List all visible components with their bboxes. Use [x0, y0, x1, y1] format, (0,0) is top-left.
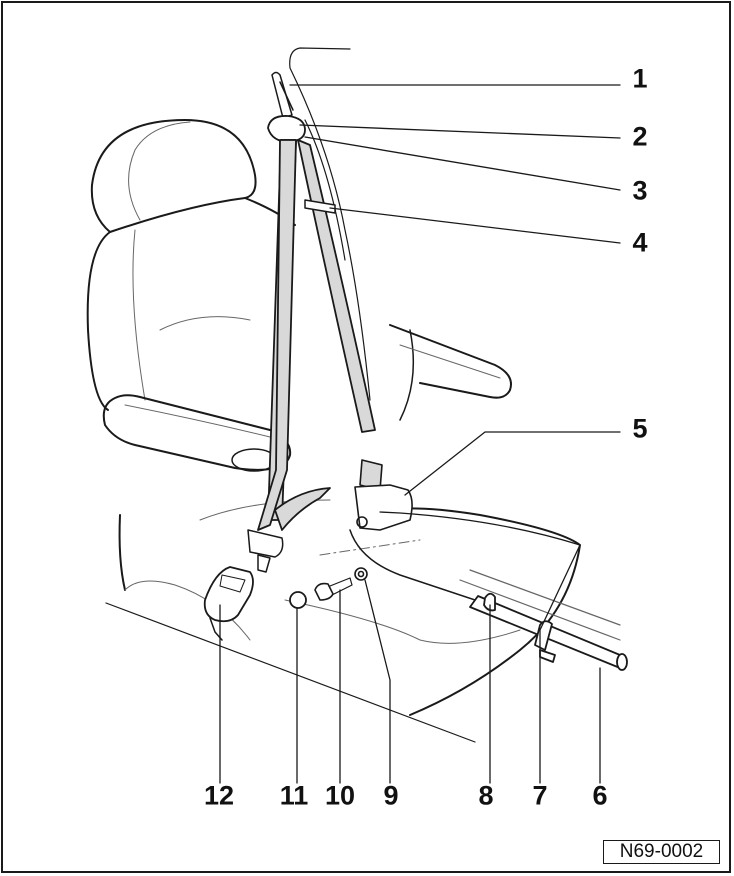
callout-3: 3: [632, 175, 648, 206]
callout-7: 7: [532, 780, 548, 811]
callout-2: 2: [632, 121, 648, 152]
lower-anchor-plate: [247, 529, 284, 573]
callout-9: 9: [383, 780, 399, 811]
callout-4: 4: [632, 227, 648, 258]
right-armrest: [389, 324, 512, 399]
bolt: [314, 577, 353, 601]
left-armrest: [102, 394, 292, 472]
retainer-clip: [304, 199, 336, 214]
figure-id-label: N69-0002: [603, 840, 720, 864]
callout-6: 6: [592, 780, 608, 811]
belt-webbing: [257, 139, 376, 531]
callout-12: 12: [203, 780, 235, 811]
belt-guide-loop: [267, 115, 306, 143]
belt-retractor: [349, 459, 521, 616]
b-pillar: [289, 47, 371, 401]
cover-cap: [289, 591, 307, 609]
headrest: [90, 119, 257, 233]
washer: [354, 567, 368, 581]
callout-11: 11: [279, 780, 309, 811]
callout-10: 10: [324, 780, 356, 811]
floor-line: [105, 569, 621, 743]
leader-lines: [219, 84, 621, 784]
anchor-rail: [469, 592, 628, 671]
seat-cushion: [124, 499, 581, 716]
height-adjuster: [271, 71, 294, 119]
callout-8: 8: [478, 780, 494, 811]
buckle: [203, 566, 254, 641]
callout-5: 5: [632, 413, 648, 444]
callout-1: 1: [632, 63, 648, 94]
